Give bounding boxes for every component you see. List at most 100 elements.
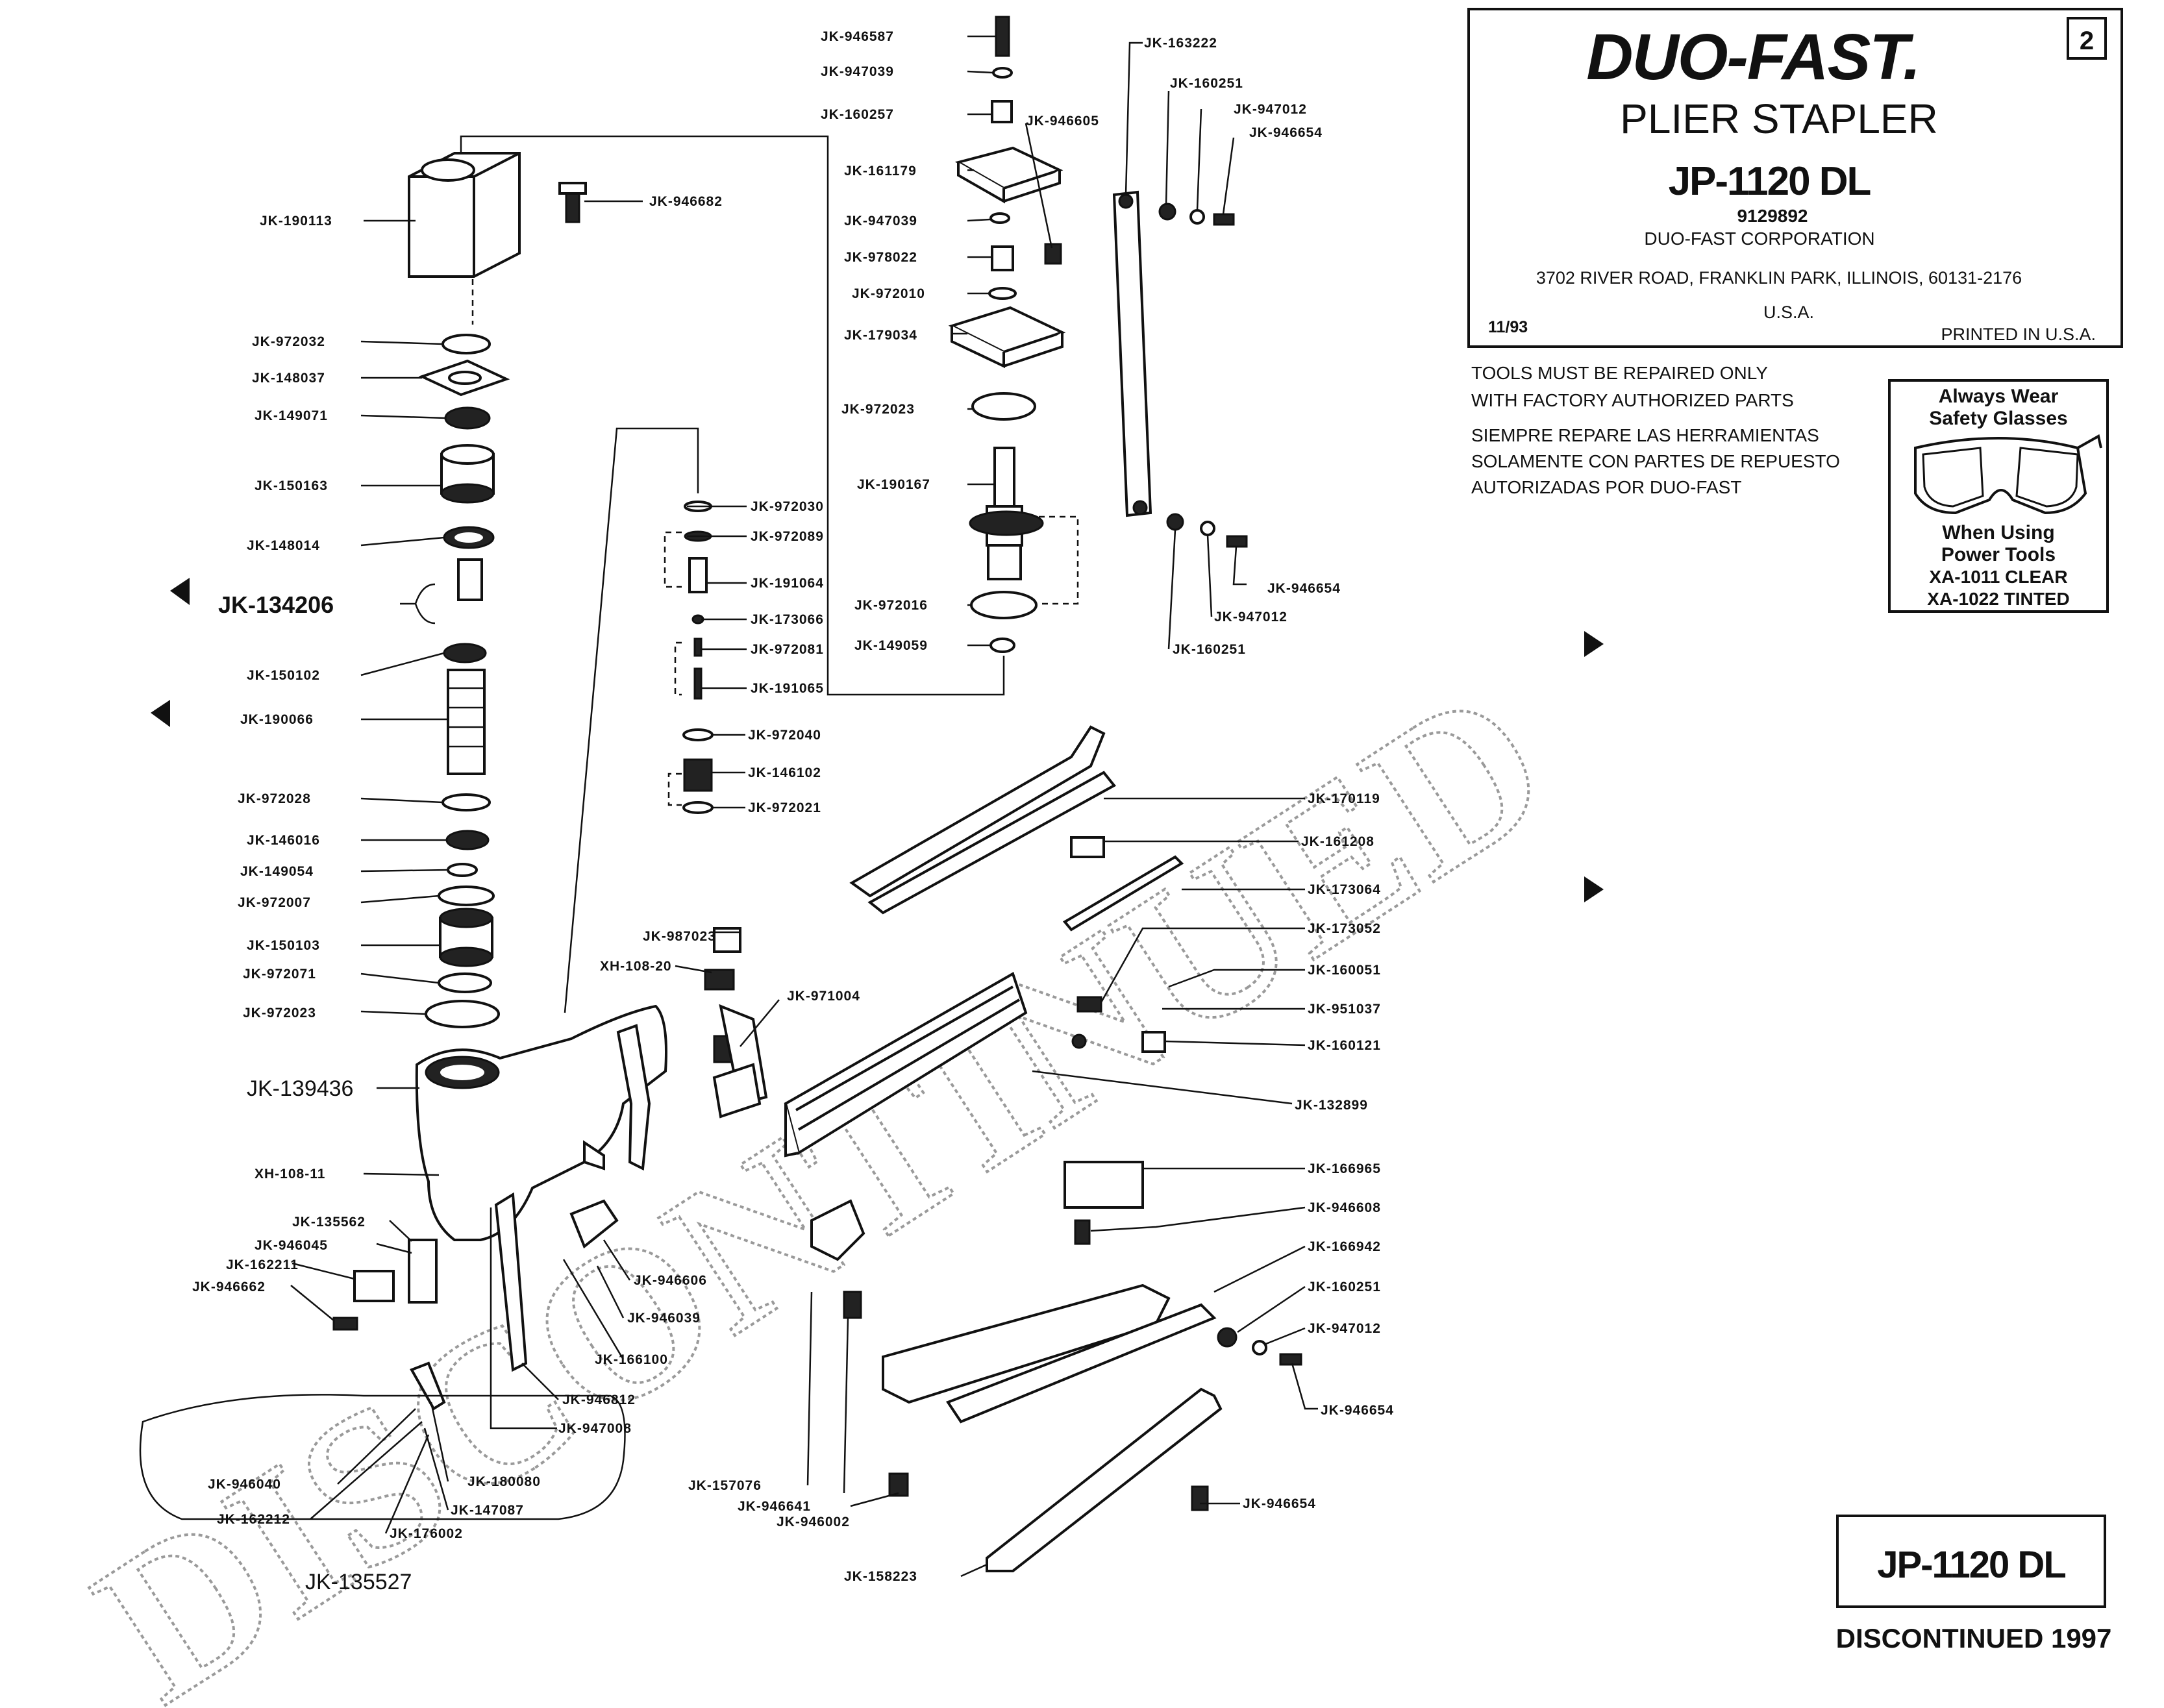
part-label: JK-148014	[247, 538, 320, 553]
part-label: JK-972089	[751, 529, 824, 544]
part-label: JK-162211	[226, 1257, 299, 1272]
notice-en-1: TOOLS MUST BE REPAIRED ONLY	[1471, 363, 1768, 383]
leader-lines	[290, 35, 1318, 1578]
safety-line-4: Power Tools	[1941, 544, 2056, 565]
discontinued-text: DISCONTINUED 1997	[1836, 1623, 2112, 1653]
print-date: 11/93	[1488, 318, 1528, 336]
part-label: JK-135527	[305, 1570, 412, 1594]
part-label: JK-972032	[252, 334, 325, 349]
part-label: JK-134206	[218, 591, 334, 618]
part-label: JK-146016	[247, 833, 320, 848]
driver-stack	[460, 16, 1248, 696]
notice-en-2: WITH FACTORY AUTHORIZED PARTS	[1471, 390, 1794, 410]
part-label: JK-987023	[643, 929, 716, 944]
magazine-assembly	[712, 725, 1302, 1572]
part-label: JK-139436	[247, 1076, 353, 1101]
part-label: JK-160051	[1308, 963, 1381, 978]
part-label: JK-971004	[787, 989, 860, 1004]
arrow-right-icon	[1584, 631, 1604, 657]
part-label: JK-972071	[243, 967, 316, 982]
part-label: JK-191065	[751, 681, 824, 696]
safety-line-6: XA-1022 TINTED	[1927, 589, 2069, 609]
part-label: JK-157076	[688, 1478, 762, 1493]
housing-part	[408, 152, 521, 278]
part-label: JK-161208	[1301, 834, 1374, 849]
valve-stack	[564, 427, 714, 1013]
printed-in: PRINTED IN U.S.A.	[1941, 325, 2096, 344]
part-label: JK-160251	[1308, 1280, 1381, 1294]
part-label: JK-150103	[247, 938, 320, 953]
safety-line-3: When Using	[1942, 522, 2054, 543]
link-arm-part	[1112, 190, 1152, 517]
part-label: JK-972010	[852, 286, 925, 301]
part-label: JK-946605	[1026, 114, 1099, 129]
part-label: JK-160251	[1170, 76, 1243, 91]
part-label: JK-947012	[1234, 102, 1307, 117]
part-label: JK-190066	[240, 712, 314, 727]
company-name: DUO-FAST CORPORATION	[1644, 229, 1874, 249]
part-label: JK-972021	[748, 800, 821, 815]
part-label: XH-108-11	[255, 1167, 325, 1182]
part-label: JK-946654	[1243, 1496, 1316, 1511]
part-label: JK-166942	[1308, 1239, 1381, 1254]
arrow-right-icon	[1584, 876, 1604, 902]
track-part	[849, 725, 1106, 898]
safety-box: Always Wear Safety Glasses When Using Po…	[1888, 379, 2109, 613]
piston-part	[447, 669, 486, 775]
brand-logo: DUO-FAST.	[1586, 21, 1919, 93]
part-label: JK-132899	[1295, 1098, 1368, 1113]
part-label: JK-180080	[467, 1474, 541, 1489]
arrow-left-icon	[151, 700, 170, 727]
title-frame	[1467, 8, 2123, 348]
part-label: JK-947039	[821, 64, 894, 79]
part-label: JK-972028	[238, 791, 311, 806]
part-label: JK-946654	[1267, 581, 1341, 596]
part-label: JK-160121	[1308, 1038, 1381, 1053]
part-label: JK-191064	[751, 576, 824, 591]
part-label: JK-946641	[738, 1499, 811, 1514]
part-label: JK-135562	[292, 1215, 366, 1230]
part-label: XH-108-20	[600, 959, 672, 974]
part-label: JK-162212	[217, 1512, 290, 1527]
part-label: JK-946608	[1308, 1200, 1381, 1215]
part-label: JK-190167	[857, 477, 930, 492]
safety-line-1: Always Wear	[1939, 386, 2059, 407]
part-label: JK-170119	[1308, 791, 1380, 806]
part-label: JK-158223	[844, 1569, 917, 1584]
part-label: JK-149054	[240, 864, 314, 879]
channel-part	[784, 972, 1028, 1156]
part-label: JK-946654	[1321, 1403, 1394, 1418]
part-label: JK-161179	[844, 164, 917, 179]
part-label: JK-179034	[844, 328, 917, 343]
part-label: JK-148037	[252, 371, 325, 386]
part-label: JK-946045	[255, 1238, 328, 1253]
cylinder-stack	[332, 152, 741, 1411]
part-label: JK-972007	[238, 895, 311, 910]
part-label: JK-947039	[844, 214, 917, 229]
part-label: JK-946587	[821, 29, 894, 44]
part-label: JK-150102	[247, 668, 320, 683]
notice-es-3: AUTORIZADAS POR DUO-FAST	[1471, 477, 1741, 497]
sheet-number: 2	[2080, 27, 2094, 55]
part-label: JK-160257	[821, 107, 894, 122]
part-label: JK-951037	[1308, 1002, 1381, 1017]
repair-notice: TOOLS MUST BE REPAIRED ONLY WITH FACTORY…	[1471, 363, 1840, 497]
part-label: JK-190113	[260, 214, 332, 229]
model-footer-box	[1836, 1515, 2106, 1608]
model-number: JP-1120 DL	[1669, 159, 1871, 204]
part-label: JK-972040	[748, 728, 821, 743]
part-label: JK-972023	[243, 1006, 316, 1021]
part-label: JK-173064	[1308, 882, 1381, 897]
part-label: JK-946002	[777, 1515, 850, 1529]
part-labels: JK-946587 JK-947039 JK-160257 JK-946605 …	[192, 29, 1394, 1594]
part-label: JK-946040	[208, 1477, 281, 1492]
part-label: JK-972030	[751, 499, 824, 514]
part-label: JK-946039	[627, 1311, 701, 1326]
safety-glasses-icon	[1914, 434, 2102, 515]
notice-es-1: SIEMPRE REPARE LAS HERRAMIENTAS	[1471, 425, 1819, 445]
part-label: JK-149071	[255, 408, 328, 423]
part-label: JK-947012	[1214, 610, 1287, 625]
title-block: 2 DUO-FAST. PLIER STAPLER JP-1120 DL 912…	[1467, 8, 2123, 348]
part-label: JK-160251	[1173, 642, 1246, 657]
